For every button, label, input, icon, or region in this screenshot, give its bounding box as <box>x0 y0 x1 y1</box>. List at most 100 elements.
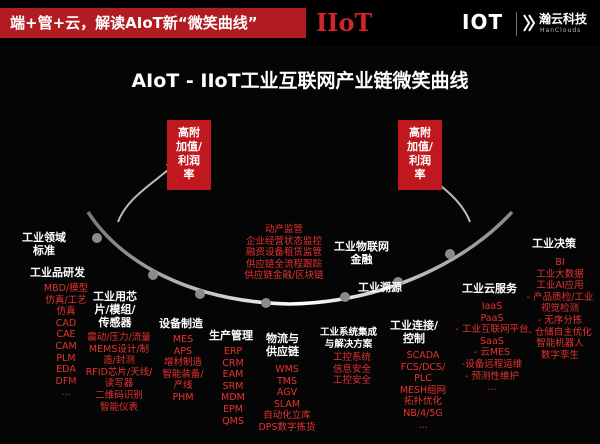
stage-item: - 云MES <box>473 347 511 359</box>
stage-item: - 工业互联网平台 <box>455 324 529 336</box>
stage-item: SaaS <box>480 335 504 347</box>
stage-item: -设备远程运维 <box>461 358 523 370</box>
stage-item: 信息安全 <box>332 363 371 375</box>
stage-item: MEMS设计/制 <box>88 343 150 355</box>
stage-equipment-items: MES APS 增材制造 智能装备/ 产线 PHM <box>157 334 209 404</box>
stage-item: MDM <box>221 392 245 404</box>
stage-item: 工控系统 <box>332 352 371 363</box>
stage-item: RFID芯片/天线/ <box>85 366 153 378</box>
stage-item: 智能装备/ <box>162 368 204 380</box>
stage-item: CRM <box>222 357 244 369</box>
stage-item: 仿真 <box>56 306 76 318</box>
left-arrow-icon <box>117 169 169 223</box>
stage-item: ... <box>487 382 497 394</box>
smile-curve-line <box>86 210 514 306</box>
stage-system-integration-items: 工控系统 信息安全 工控安全 <box>330 352 374 387</box>
stage-item: 增材制造 <box>163 357 202 369</box>
stage-item: 供应链全流程跟踪 <box>245 258 322 270</box>
iot-logo-text: IOT <box>462 10 504 34</box>
company-name-en: HanClouds <box>540 27 582 34</box>
stage-item: 企业经营状态监控 <box>245 235 322 247</box>
stage-decision-items: BI 工业大数据 工业AI应用 - 产品质检/工业 视觉检测 - 无序分拣 - … <box>522 257 598 361</box>
company-logo: IOT 瀚云科技 HanClouds <box>462 8 596 40</box>
stage-item: - 产品质检/工业 <box>526 291 594 303</box>
stage-item: 读写器 <box>104 378 134 390</box>
stage-item: 数字孪生 <box>540 349 579 361</box>
stage-item: 造/封测 <box>103 355 135 367</box>
stage-item: 产线 <box>173 380 193 392</box>
stage-item: PHM <box>172 391 194 403</box>
stage-item: - 无序分拣 <box>537 314 583 326</box>
stage-iot-finance: 工业物联网 金融 <box>334 240 389 266</box>
stage-item: MESH组网 <box>399 384 447 396</box>
callout-right-high-value: 高附 加值/ 利润 率 <box>398 120 442 190</box>
stage-chips-sensors: 工业用芯 片/模组/ 传感器 <box>93 290 137 329</box>
stage-logistics-supply-chain: 物流与 供应链 <box>266 332 299 358</box>
banner-title: 端+管+云，解读AIoT新“微笑曲线” <box>0 8 306 38</box>
callout-left-high-value: 高附 加值/ 利润 率 <box>167 120 211 190</box>
stage-equipment-manufacturing: 设备制造 <box>159 317 203 330</box>
stage-item: PaaS <box>480 312 504 324</box>
stage-item: PLM <box>56 352 76 364</box>
curve-node <box>393 277 403 287</box>
stage-decision-making: 工业决策 <box>532 237 576 250</box>
stage-item: PLC <box>414 373 432 385</box>
stage-item: DFM <box>55 375 77 387</box>
stage-item: SCADA <box>406 350 440 361</box>
curve-node <box>445 249 455 259</box>
stage-item: CAM <box>55 340 77 352</box>
stage-rd-items: MBD/模型 仿真/工艺 仿真 CAD CAE CAM PLM EDA DFM … <box>37 283 95 399</box>
stage-item: NB/4/5G <box>403 407 443 419</box>
stage-system-integration: 工业系统集成 与解决方案 <box>320 327 378 350</box>
stage-cloud-services-items: IaaS PaaS - 工业互联网平台 SaaS - 云MES -设备远程运维 … <box>450 301 534 394</box>
stage-item: SRM <box>222 380 244 392</box>
stage-traceability: 工业溯源 <box>358 281 402 294</box>
iiot-heading: IIoT <box>316 8 373 37</box>
stage-item: MES <box>172 334 194 345</box>
stage-item: ... <box>418 419 428 431</box>
stage-item: 智能仪表 <box>99 401 138 413</box>
stage-item: EDA <box>56 364 76 376</box>
stage-item: APS <box>173 345 193 357</box>
stage-industry-standards: 工业领域 标准 <box>22 231 66 257</box>
stage-item: CAE <box>56 329 76 341</box>
stage-item: 工业AI应用 <box>536 280 584 292</box>
stage-item: 自动化立库 <box>263 410 311 422</box>
stage-item: AGV <box>276 387 298 399</box>
stage-connectivity-items: SCADA FCS/DCS/ PLC MESH组网 拓扑优化 NB/4/5G .… <box>392 350 454 431</box>
stage-item: EPM <box>223 403 243 415</box>
curve-node <box>340 292 350 302</box>
stage-item: 工控安全 <box>332 375 371 387</box>
stage-item: BI <box>555 257 565 268</box>
company-name: 瀚云科技 <box>539 12 588 26</box>
stage-item: 融资设备租赁监管 <box>245 247 322 259</box>
curve-node <box>148 270 158 280</box>
stage-item: - 仓储自主优化 <box>528 326 592 338</box>
stage-item: DPS数字拣货 <box>258 421 316 433</box>
stage-item: ERP <box>223 346 243 357</box>
stage-item: 拓扑优化 <box>403 396 442 408</box>
stage-item: 工业大数据 <box>536 268 584 280</box>
curve-node <box>92 233 102 243</box>
stage-item: 视觉检测 <box>540 303 579 315</box>
stage-cloud-services: 工业云服务 <box>462 282 517 295</box>
stage-item: WMS <box>275 364 299 375</box>
stage-item: 智能机器人 <box>536 338 584 350</box>
stage-item: 供应链金融/区块链 <box>244 270 324 282</box>
stage-iot-finance-items: 动产监管 企业经营状态监控 融资设备租赁监管 供应链全流程跟踪 供应链金融/区块… <box>236 224 332 282</box>
diagram-title: AIoT - IIoT工业互联网产业链微笑曲线 <box>131 70 469 92</box>
stage-item: QMS <box>222 415 244 427</box>
stage-item: FCS/DCS/ <box>400 361 446 373</box>
stage-item: MBD/模型 <box>43 283 89 294</box>
stage-production-management: 生产管理 <box>209 329 253 342</box>
stage-item: 动产监管 <box>264 224 303 235</box>
logo-divider <box>516 12 517 36</box>
stage-item: 仿真/工艺 <box>45 294 87 306</box>
stage-item: 震动/压力/流量 <box>87 332 151 343</box>
stage-item: 二维码识别 <box>95 389 143 401</box>
stage-rd: 工业品研发 <box>30 266 85 279</box>
stage-item: TMS <box>276 375 298 387</box>
hanclouds-logo-icon <box>523 14 536 32</box>
stage-production-items: ERP CRM EAM SRM MDM EPM QMS <box>214 346 252 427</box>
